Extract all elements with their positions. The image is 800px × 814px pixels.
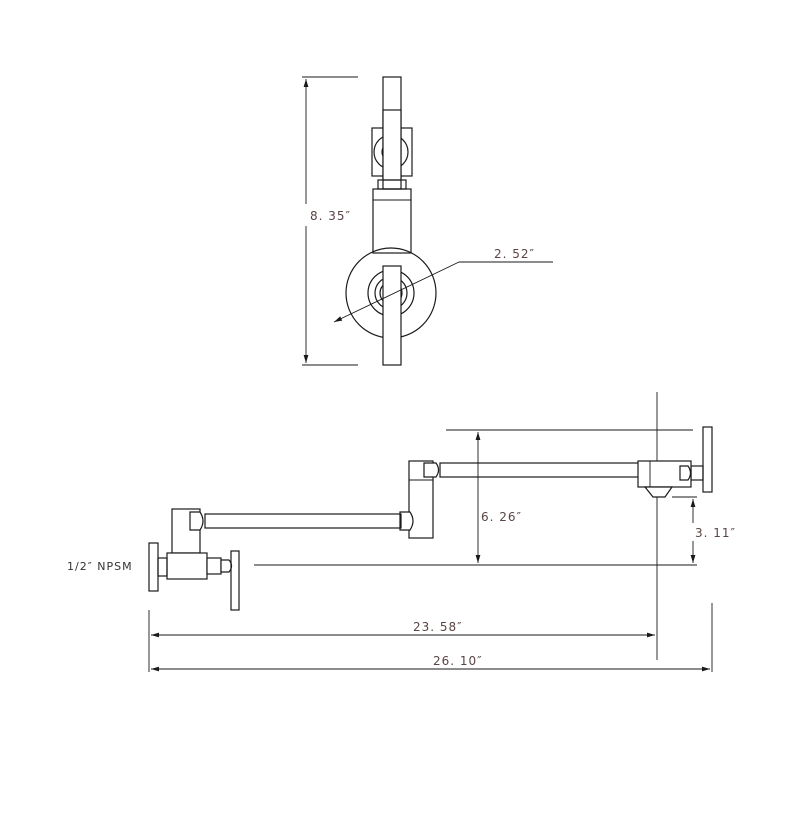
dim-reach-short: 23. 58″ [413, 620, 463, 634]
upper-handle-front [382, 109, 402, 181]
inlet-flange [148, 542, 159, 592]
lower-arm [204, 513, 402, 529]
dim-flange-diameter: 2. 52″ [494, 247, 535, 261]
vertical-body [372, 188, 412, 254]
dim-spout-drop: 3. 11″ [695, 526, 736, 540]
dim-leader-diameter [333, 261, 460, 323]
lower-handle [382, 265, 402, 366]
dim-text-bg [303, 204, 351, 226]
dim-reach-total: 26. 10″ [433, 654, 483, 668]
inlet-valve-cap [220, 559, 233, 573]
inlet-valve-handle [230, 550, 240, 611]
dim-arm-height: 6. 26″ [481, 510, 522, 524]
inlet-valve-body [166, 552, 208, 580]
inlet-label: 1/2″ NPSM [67, 560, 133, 573]
middle-elbow-nut [399, 511, 414, 531]
upper-arm [439, 462, 641, 478]
dim-height-top-view: 8. 35″ [310, 209, 351, 223]
flange-stub [690, 465, 704, 481]
dim-text-bg-drop [689, 523, 743, 541]
middle-elbow-cap [423, 462, 440, 478]
inlet-valve-bonnet [206, 557, 222, 575]
right-swivel-cap [679, 465, 692, 481]
right-swivel-nut [643, 486, 674, 498]
wall-flange-side [702, 426, 713, 493]
middle-elbow [408, 460, 434, 539]
side-view: 1/2″ NPSM 6. 26″ 3. 11″ 23. 58″ 26. 10″ [67, 392, 743, 672]
top-view: 8. 35″ 2. 52″ [302, 76, 553, 366]
inlet-nipple [157, 557, 168, 577]
left-elbow-cap [189, 511, 204, 531]
